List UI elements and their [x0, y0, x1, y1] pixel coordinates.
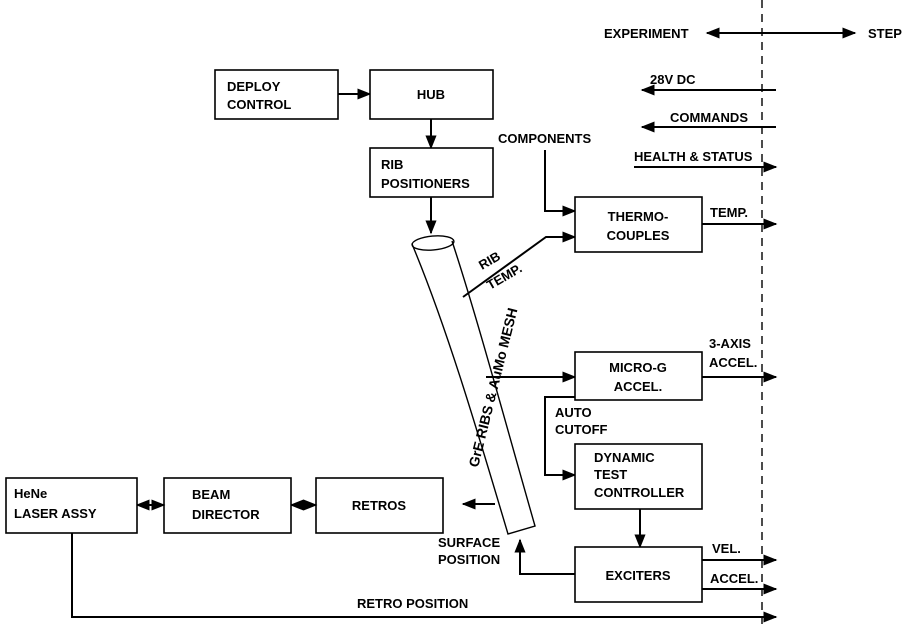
retros-label: RETROS [352, 498, 407, 513]
hub-label: HUB [417, 87, 445, 102]
rib-positioners-label-2: POSITIONERS [381, 176, 470, 191]
dtc-label-1: DYNAMIC [594, 450, 655, 465]
vel-label: VEL. [712, 541, 741, 556]
accel-label: ACCEL. [710, 571, 758, 586]
thermocouples-box [575, 197, 702, 252]
exciters-label: EXCITERS [605, 568, 670, 583]
laser-assy-label-2: LASER ASSY [14, 506, 97, 521]
laser-assy-label-1: HeNe [14, 486, 47, 501]
health-status-label: HEALTH & STATUS [634, 149, 753, 164]
auto-cutoff-label-2: CUTOFF [555, 422, 608, 437]
temp-label: TEMP. [710, 205, 748, 220]
three-axis-label-1: 3-AXIS [709, 336, 751, 351]
retro-position-label: RETRO POSITION [357, 596, 468, 611]
commands-label: COMMANDS [670, 110, 748, 125]
v28-dc-label: 28V DC [650, 72, 696, 87]
rib-positioners-label-1: RIB [381, 157, 403, 172]
deploy-control-label-2: CONTROL [227, 97, 291, 112]
surface-position-label-2: POSITION [438, 552, 500, 567]
beam-director-label-1: BEAM [192, 487, 230, 502]
deploy-control-label-1: DEPLOY [227, 79, 281, 94]
micro-g-accel-label-2: ACCEL. [614, 379, 662, 394]
step-label: STEP [868, 26, 902, 41]
antenna-rib-top [411, 234, 454, 252]
components-label: COMPONENTS [498, 131, 592, 146]
thermocouples-label-2: COUPLES [607, 228, 670, 243]
dtc-label-3: CONTROLLER [594, 485, 685, 500]
three-axis-label-2: ACCEL. [709, 355, 757, 370]
exciters-to-ribs-arrow [520, 540, 575, 574]
dtc-label-2: TEST [594, 467, 627, 482]
experiment-label: EXPERIMENT [604, 26, 689, 41]
micro-g-accel-label-1: MICRO-G [609, 360, 667, 375]
rib-temp-label-1: RIB [476, 248, 503, 272]
surface-position-label-1: SURFACE [438, 535, 500, 550]
beam-director-label-2: DIRECTOR [192, 507, 260, 522]
components-arrow [545, 150, 575, 211]
thermocouples-label-1: THERMO- [608, 209, 669, 224]
auto-cutoff-label-1: AUTO [555, 405, 592, 420]
